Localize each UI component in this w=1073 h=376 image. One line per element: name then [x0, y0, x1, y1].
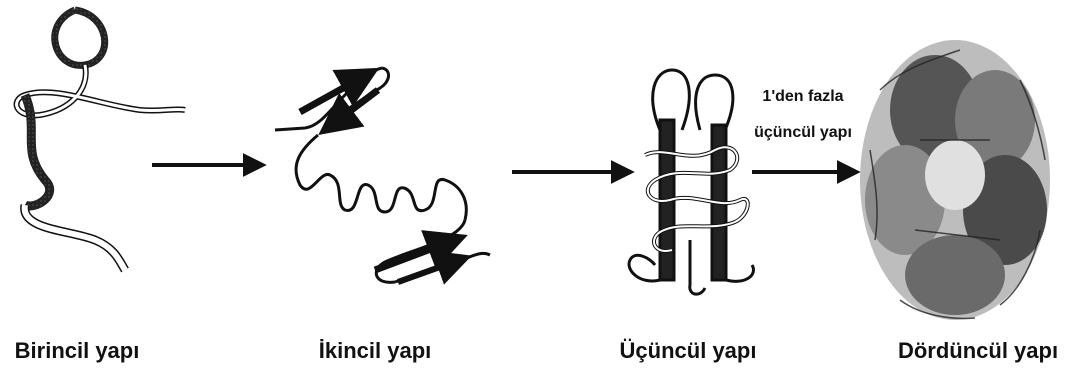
tertiary-structure-illustration: [629, 70, 753, 294]
transition-note-line2: üçüncül yapı: [754, 124, 852, 142]
transition-note-line1: 1'den fazla: [762, 88, 843, 106]
stage-label-secondary: İkincil yapı: [319, 338, 432, 364]
stage-label-tertiary: Üçüncül yapı: [620, 338, 757, 364]
stage-label-quaternary: Dördüncül yapı: [898, 338, 1058, 364]
secondary-structure-illustration: [275, 68, 490, 282]
quaternary-structure-illustration: [860, 40, 1050, 320]
primary-structure-illustration: [17, 10, 185, 270]
stage-label-primary: Birincil yapı: [15, 338, 140, 364]
